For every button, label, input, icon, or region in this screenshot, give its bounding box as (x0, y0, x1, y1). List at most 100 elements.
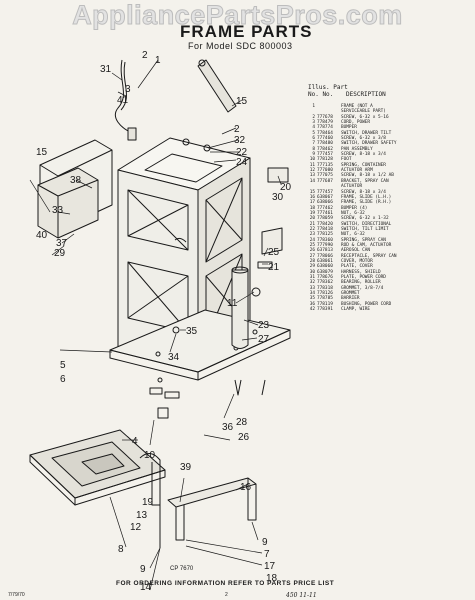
handwritten-note: 450 11-11 (286, 592, 317, 599)
illus-number: 28 (309, 258, 315, 264)
callout-22: 21 (268, 262, 280, 273)
callout-13: 13 (136, 510, 148, 521)
header-description: DESCRIPTION (346, 91, 386, 98)
callout-32: 31 (100, 64, 112, 75)
doc-code: 7/79/70 (8, 592, 25, 598)
part-description: GROMMET, 3/8-7/4 (341, 285, 384, 291)
part-description: COVER, MOTOR (341, 258, 373, 264)
slide-frames (139, 453, 257, 548)
part-number: 777678 (317, 114, 333, 120)
part-number: 637813 (317, 248, 333, 254)
part-description: SWITCH, DIRECTIONAL (341, 221, 392, 227)
callout-40: 39 (180, 462, 192, 473)
part-number: 778464 (317, 130, 333, 136)
part-number: 638061 (317, 258, 333, 264)
illus-number: 36 (309, 301, 315, 307)
part-number: 778462 (317, 146, 333, 152)
part-description: SCREW, 8-18 x 3/4 (341, 152, 386, 158)
illus-number: 6 (312, 136, 315, 142)
part-number: 778128 (317, 157, 333, 163)
part-number: 777462 (317, 205, 333, 211)
callout-19: 19 (142, 497, 154, 508)
callout-14: 14 (140, 582, 152, 593)
part-number: 778066 (317, 253, 333, 259)
part-description: FOOT (341, 157, 352, 163)
illus-number: 35 (309, 296, 315, 302)
illus-number: 32 (309, 280, 315, 286)
part-description: NUT, 6-32 (341, 210, 365, 216)
illus-number: 21 (309, 221, 315, 227)
part-description: BARRIER (341, 296, 360, 302)
part-description: SCREW, 6-32 x 1-32 (341, 216, 389, 222)
left-housing (37, 139, 113, 239)
part-description: GROMMET (341, 291, 360, 297)
illus-number: 1 (312, 104, 315, 109)
part-description: AEROSOL CAN (341, 248, 371, 254)
illus-number: 4 (312, 125, 315, 131)
illus-number: 12 (309, 168, 315, 174)
illus-number: 25 (309, 242, 315, 248)
callout-35: 34 (168, 352, 180, 363)
part-number: 778119 (317, 301, 333, 307)
part-number: 778318 (317, 285, 333, 291)
figure-code: CP 7670 (170, 566, 194, 572)
illus-number: 19 (309, 210, 315, 216)
part-number: 777075 (317, 173, 333, 179)
callout-15b: 15 (36, 147, 48, 158)
part-number: 778420 (317, 221, 333, 227)
callout-9b: 9 (140, 564, 146, 575)
part-description: SWITCH, DRAWER TILT (341, 130, 392, 136)
part-number: 777457 (317, 189, 333, 195)
part-description: ACTUATOR (341, 184, 363, 190)
callout-29: 28 (236, 417, 248, 428)
part-description: SCREW, 8-18 x 3/4 (341, 189, 386, 195)
callout-25: 24 (236, 157, 248, 168)
illus-number: 42 (309, 307, 315, 313)
part-description: FRAME, SLIDE (L.H.) (341, 194, 392, 200)
part-description: SPRING, SPRAY CAN (341, 237, 386, 243)
callout-16: 16 (240, 482, 252, 493)
parts-list-header: Illus. Part No. No. DESCRIPTION (308, 84, 386, 98)
model-subtitle: For Model SDC 800003 (188, 41, 293, 51)
illus-number: 20 (309, 216, 315, 222)
illus-number: 5 (312, 130, 315, 136)
callout-10: 10 (144, 450, 156, 461)
illus-number: 3 (312, 120, 315, 126)
part-number: 638066 (317, 200, 333, 206)
watermark: AppliancePartsPros.com (72, 0, 403, 31)
callout-17: 17 (264, 561, 276, 572)
illus-number: 10 (309, 157, 315, 163)
illus-number: 17 (309, 200, 315, 206)
parts-row: SERVICEABLE PART) (306, 109, 471, 114)
part-description: PLATE, POWER CORD (341, 275, 386, 280)
part-number: 778125 (317, 232, 333, 238)
part-number: 778480 (317, 141, 333, 147)
part-description: SCREW, 6-32 x 5-16 (341, 114, 389, 120)
part-description: ACTUATOR ARM (341, 168, 373, 174)
part-description: PAN ASSEMBLY (341, 146, 373, 152)
illus-number: 2 (312, 114, 315, 120)
power-cord (114, 59, 137, 141)
part-number: 778362 (317, 280, 333, 286)
